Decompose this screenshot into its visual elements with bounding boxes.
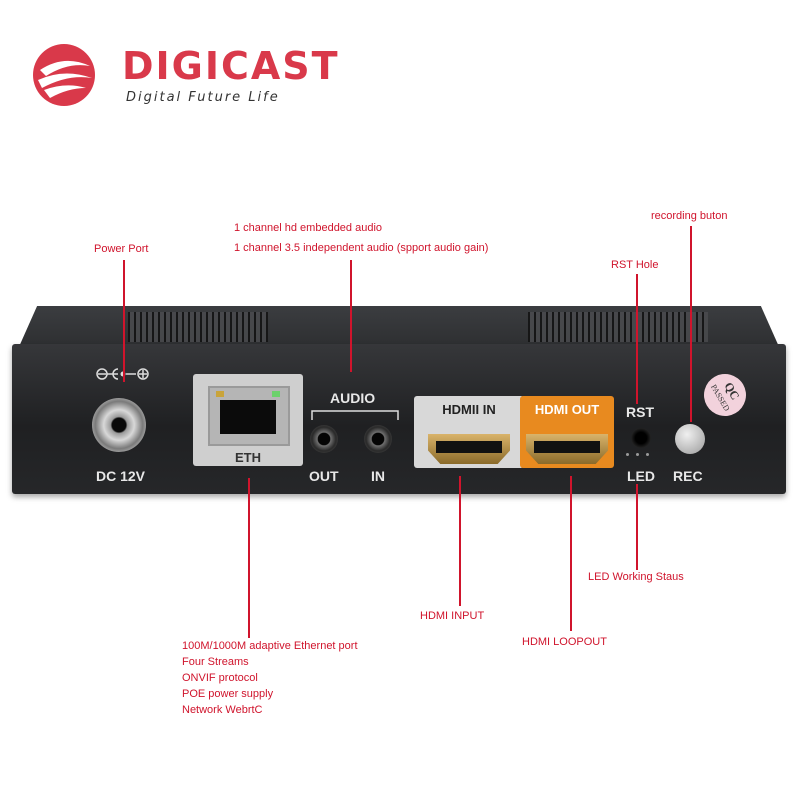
vent-grille-left (128, 312, 268, 342)
hdmi-out-opening (534, 441, 600, 453)
led-indicators (626, 452, 656, 458)
rec-leader-line (690, 226, 692, 422)
rj45-port (208, 386, 290, 446)
brand-tagline: Digital Future Life (126, 90, 280, 105)
rj45-opening (220, 400, 276, 434)
audio-annotation-line2: 1 channel 3.5 independent audio (spport … (234, 242, 489, 254)
ethernet-annotation: 100M/1000M adaptive Ethernet port Four S… (182, 638, 358, 718)
dc-label: DC 12V (96, 468, 146, 484)
rst-label: RST (626, 404, 654, 420)
hdmi-input-annotation: HDMI INPUT (420, 610, 485, 622)
led-dot (636, 453, 639, 456)
audio-in-label: IN (371, 468, 385, 484)
power-port-leader-line (123, 260, 125, 382)
brand-logo: DIGICAST Digital Future Life (28, 40, 338, 110)
eth-led-left (216, 391, 224, 397)
led-dot (626, 453, 629, 456)
eth-leader-line (248, 478, 250, 638)
brand-name: DIGICAST (122, 44, 340, 88)
hdmi-in-frame: HDMII IN (414, 396, 524, 468)
ethernet-port-frame: ETH (193, 374, 303, 466)
hdmi-in-port (428, 434, 510, 464)
dc-power-jack (92, 398, 146, 452)
ethernet-annotation-line: Network WebrtC (182, 704, 263, 716)
audio-label: AUDIO (330, 390, 376, 406)
rst-hole[interactable] (631, 428, 651, 448)
rec-label: REC (673, 468, 703, 484)
audio-out-jack (310, 425, 338, 453)
led-leader-line (636, 484, 638, 570)
led-label: LED (627, 468, 655, 484)
audio-bracket (311, 410, 399, 420)
audio-leader-line (350, 260, 352, 372)
audio-in-jack (364, 425, 392, 453)
ethernet-annotation-line: 100M/1000M adaptive Ethernet port (182, 640, 358, 652)
vent-grille-right (528, 312, 708, 342)
eth-label: ETH (235, 450, 261, 465)
ethernet-annotation-line: ONVIF protocol (182, 672, 258, 684)
rst-hole-annotation: RST Hole (611, 259, 659, 271)
power-port-annotation: Power Port (94, 243, 149, 255)
digicast-logo-icon (33, 44, 95, 106)
ethernet-annotation-line: POE power supply (182, 688, 274, 700)
led-dot (646, 453, 649, 456)
hdmi-in-label: HDMII IN (442, 402, 496, 417)
eth-led-right (272, 391, 280, 397)
hdmi-out-frame: HDMI OUT (520, 396, 614, 468)
rst-leader-line (636, 274, 638, 404)
hdmi-out-port (526, 434, 608, 464)
hdmi-out-leader-line (570, 476, 572, 631)
ethernet-annotation-line: Four Streams (182, 656, 249, 668)
hdmi-in-opening (436, 441, 502, 453)
hdmi-loopout-annotation: HDMI LOOPOUT (522, 636, 607, 648)
audio-out-label: OUT (309, 468, 339, 484)
rec-button[interactable] (675, 424, 705, 454)
hdmi-in-leader-line (459, 476, 461, 606)
hdmi-out-label: HDMI OUT (534, 402, 600, 417)
audio-annotation-line1: 1 channel hd embedded audio (234, 222, 383, 234)
recording-button-annotation: recording buton (651, 210, 728, 222)
led-status-annotation: LED Working Staus (588, 571, 684, 583)
